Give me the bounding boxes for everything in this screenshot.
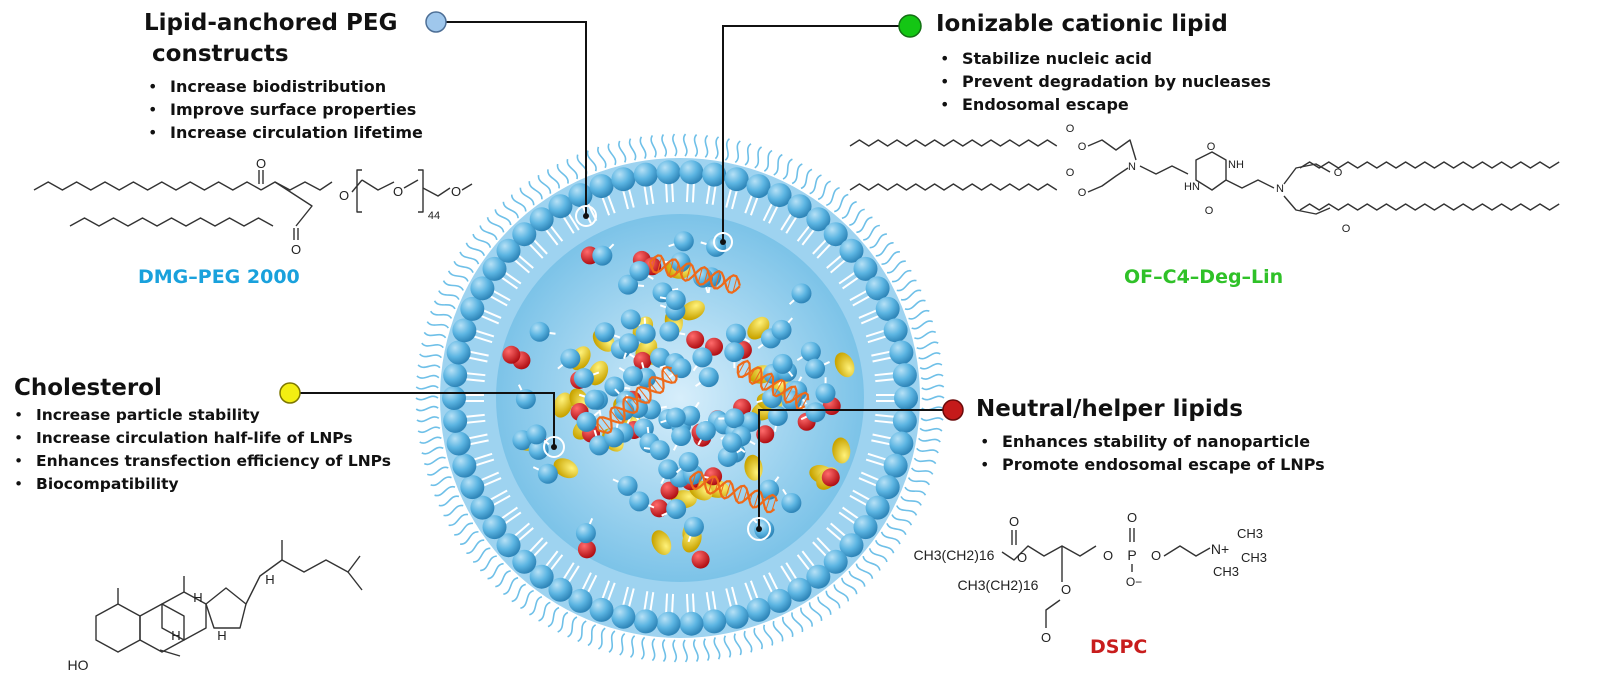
ionizable-oxygen: O: [1078, 141, 1087, 153]
cholesterol-title: Cholesterol: [14, 375, 162, 401]
dspc-oxygen: O: [1009, 514, 1019, 529]
cholesterol-hydrogen: H: [217, 628, 226, 643]
cholesterol-bullet-list: Increase particle stability Increase cir…: [10, 404, 391, 496]
ionizable-bullet: Stabilize nucleic acid: [936, 47, 1271, 70]
mrna-helices: [596, 254, 810, 514]
helper-bullet: Enhances stability of nanoparticle: [976, 430, 1325, 453]
helper-bullet: Promote endosomal escape of LNPs: [976, 453, 1325, 476]
dspc-chain: CH3(CH2)16: [958, 577, 1039, 593]
ionizable-marker: [898, 14, 922, 38]
peg-compound-name: DMG–PEG 2000: [138, 266, 300, 288]
peg-oxygen: O: [291, 242, 301, 257]
peg-bullet: Improve surface properties: [144, 98, 423, 121]
peg-bullet-list: Increase biodistribution Improve surface…: [144, 75, 423, 144]
ionizable-oxygen: O: [1207, 141, 1216, 153]
dspc-nitrogen: N+: [1211, 541, 1229, 557]
cholesterol-hydroxyl: HO: [68, 657, 89, 673]
ionizable-oxygen: O: [1334, 167, 1343, 179]
ionizable-oxygen: O: [1342, 223, 1351, 235]
cholesterol-bullet: Increase circulation half-life of LNPs: [10, 427, 391, 450]
ionizable-nitrogen: N: [1128, 161, 1136, 173]
helper-bullet-list: Enhances stability of nanoparticle Promo…: [976, 430, 1325, 476]
dspc-oxygen: O: [1127, 510, 1137, 525]
peg-repeat-count: 44: [428, 210, 440, 222]
cholesterol-hydrogen: H: [265, 572, 274, 587]
peg-oxygen: O: [256, 156, 266, 171]
particle-body: [415, 133, 945, 663]
peg-oxygen: O: [393, 184, 403, 199]
ionizable-bullet-list: Stabilize nucleic acid Prevent degradati…: [936, 47, 1271, 116]
cholesterol-bullet: Biocompatibility: [10, 473, 391, 496]
ionizable-oxygen: O: [1078, 187, 1087, 199]
helper-leader-line: [758, 409, 943, 527]
peg-oxygen: O: [339, 188, 349, 203]
cholesterol-bullet: Increase particle stability: [10, 404, 391, 427]
ionizable-amide: HN: [1184, 181, 1200, 193]
cholesterol-hydrogen: H: [171, 628, 180, 643]
helper-title: Neutral/helper lipids: [976, 396, 1243, 422]
helper-target-dot: [756, 526, 762, 532]
helper-compound-name: DSPC: [1090, 636, 1148, 658]
ionizable-bullet: Prevent degradation by nucleases: [936, 70, 1271, 93]
peg-oxygen: O: [451, 184, 461, 199]
dspc-methyl: CH3: [1237, 526, 1263, 541]
peg-marker: [425, 11, 447, 33]
helper-marker: [942, 399, 964, 421]
outer-lipid-layer: [442, 160, 918, 636]
cholesterol-hydrogen: H: [193, 590, 202, 605]
peg-corona: [415, 133, 945, 663]
helper-target-ring: [747, 517, 771, 541]
ionizable-target-dot: [720, 239, 726, 245]
dspc-oxygen: O: [1017, 550, 1027, 565]
ionizable-oxygen: O: [1066, 167, 1075, 179]
cholesterol-marker: [279, 382, 301, 404]
cholesterol-target-dot: [551, 444, 557, 450]
dspc-methyl: CH3: [1241, 550, 1267, 565]
dspc-oxygen: O: [1103, 548, 1113, 563]
peg-target-ring: [575, 205, 597, 227]
dspc-oxide: O−: [1126, 575, 1142, 589]
peg-target-dot: [583, 213, 589, 219]
peg-bullet: Increase circulation lifetime: [144, 121, 423, 144]
dspc-oxygen: O: [1061, 582, 1071, 597]
ionizable-oxygen: O: [1066, 123, 1075, 135]
ionizable-amide: NH: [1228, 159, 1244, 171]
dspc-chain: CH3(CH2)16: [914, 547, 995, 563]
peg-leader-line: [446, 21, 587, 214]
dspc-phosphorus: P: [1127, 547, 1136, 563]
ionizable-nitrogen: N: [1276, 183, 1284, 195]
cholesterol-bullet: Enhances transfection efficiency of LNPs: [10, 450, 391, 473]
ionizable-title: Ionizable cationic lipid: [936, 11, 1228, 37]
ionizable-leader-line: [722, 25, 899, 241]
dspc-methyl: CH3: [1213, 564, 1239, 579]
cholesterol-target-ring: [543, 436, 565, 458]
peg-bullet: Increase biodistribution: [144, 75, 423, 98]
ionizable-bullet: Endosomal escape: [936, 93, 1271, 116]
dspc-oxygen: O: [1041, 630, 1051, 645]
cholesterol-leader-line: [299, 392, 555, 445]
dspc-oxygen: O: [1151, 548, 1161, 563]
ionizable-compound-name: OF–C4–Deg–Lin: [1124, 266, 1284, 288]
peg-title: Lipid-anchored PEG constructs: [144, 10, 398, 67]
inner-lipids: [502, 231, 855, 569]
ionizable-target-ring: [713, 232, 733, 252]
ionizable-oxygen: O: [1205, 205, 1214, 217]
